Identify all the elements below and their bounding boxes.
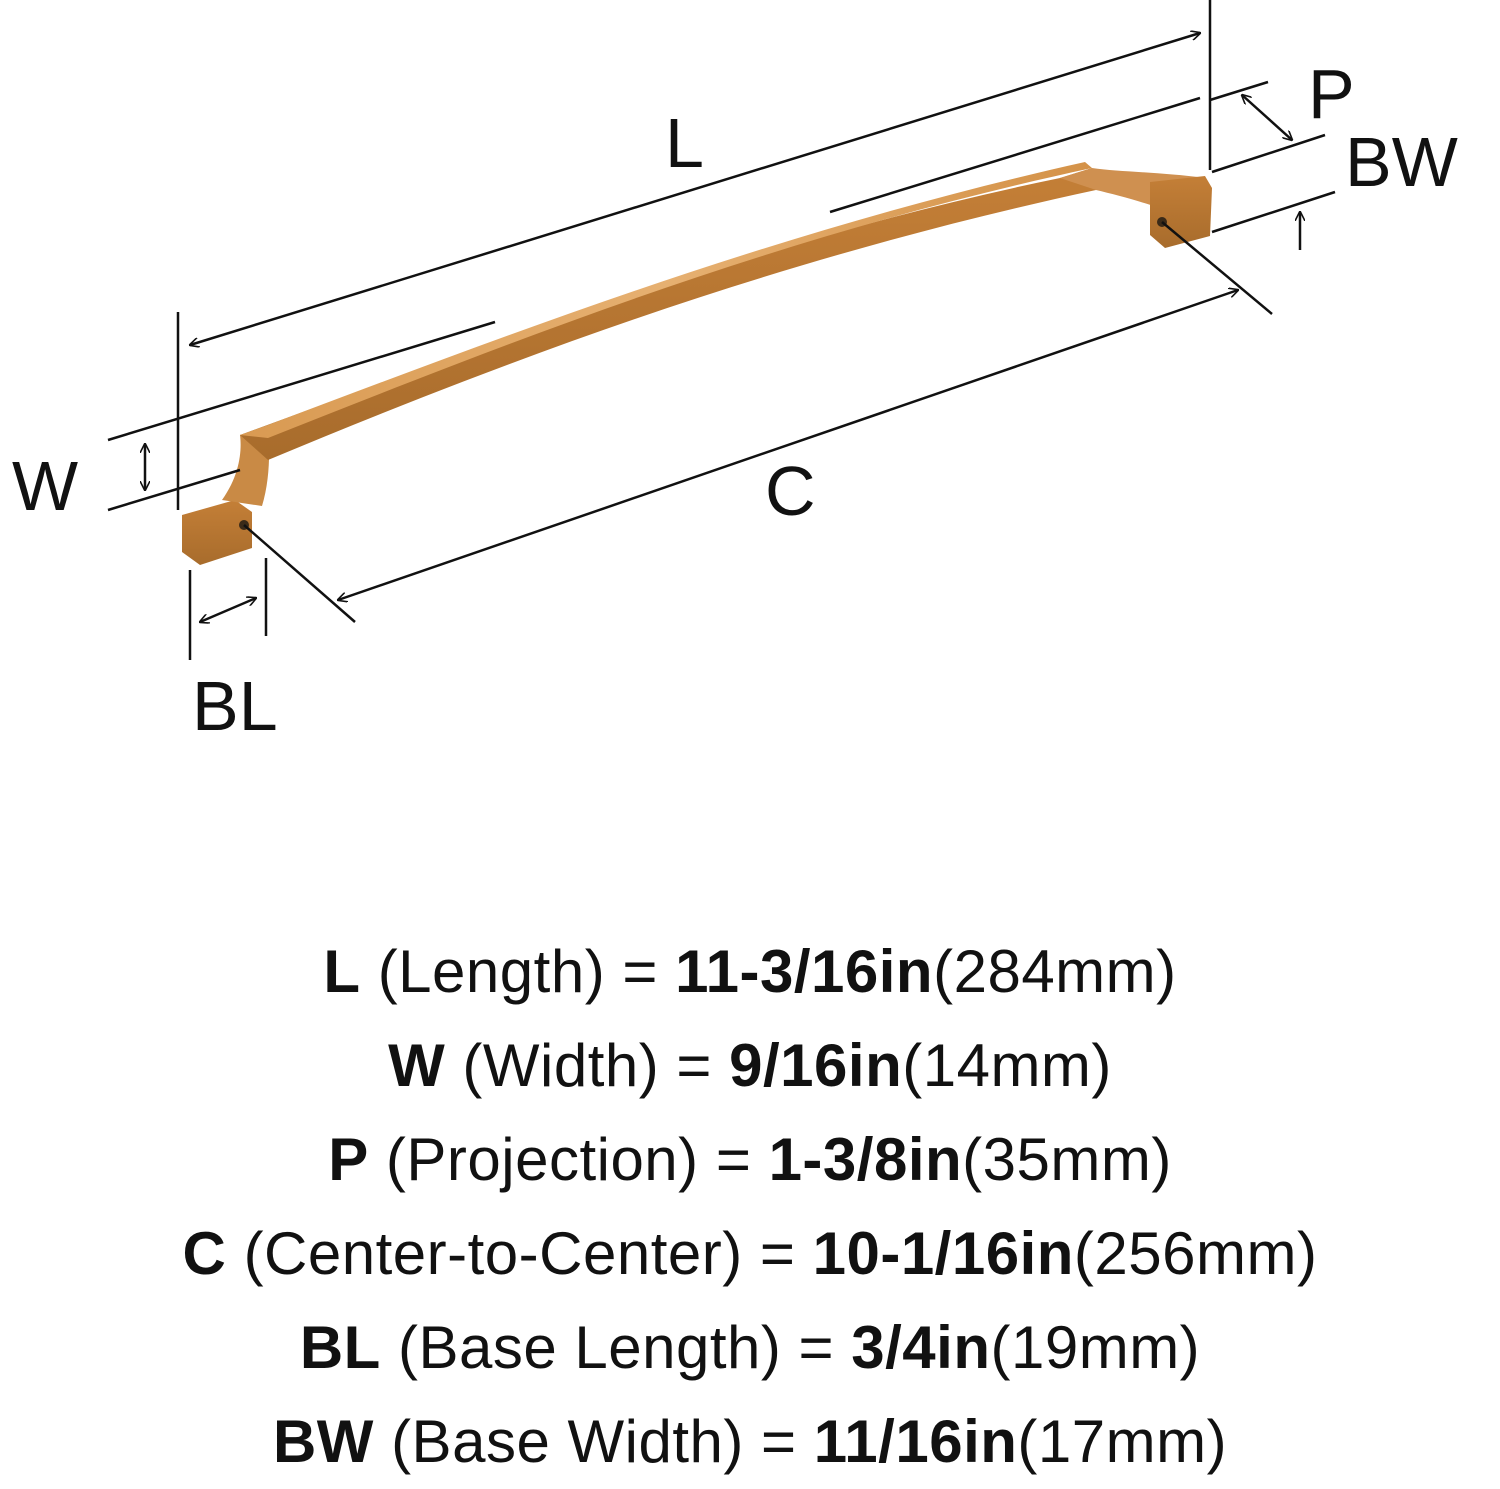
spec-projection: P (Projection) = 1-3/8in(35mm) <box>0 1113 1500 1207</box>
spec-length: L (Length) = 11-3/16in(284mm) <box>0 925 1500 1019</box>
label-c: C <box>765 452 816 530</box>
spec-name: (Base Length) <box>397 1314 782 1381</box>
spec-imperial: 11-3/16in <box>675 938 934 1005</box>
label-bw: BW <box>1345 123 1458 201</box>
left-base <box>182 500 252 565</box>
label-p: P <box>1308 55 1355 133</box>
dimension-lines <box>107 0 1336 660</box>
spec-metric: (19mm) <box>990 1314 1201 1381</box>
label-w: W <box>12 447 78 525</box>
spec-name: (Projection) <box>385 1126 699 1193</box>
specification-list: L (Length) = 11-3/16in(284mm) W (Width) … <box>0 925 1500 1489</box>
spec-imperial: 11/16in <box>813 1408 1018 1475</box>
c-dimension-arrow <box>338 290 1238 600</box>
spec-metric: (35mm) <box>962 1126 1172 1193</box>
bw-extension-top <box>1211 133 1326 174</box>
spec-code: C <box>182 1220 227 1287</box>
label-bl: BL <box>192 667 278 745</box>
spec-code: W <box>388 1032 446 1099</box>
spec-metric: (14mm) <box>902 1032 1112 1099</box>
p-extension-top <box>1209 80 1269 102</box>
spec-equals: = <box>761 1408 797 1475</box>
p-dimension-arrow <box>1242 95 1292 140</box>
spec-width: W (Width) = 9/16in(14mm) <box>0 1019 1500 1113</box>
w-extension-bottom <box>107 468 241 512</box>
spec-imperial: 3/4in <box>851 1314 991 1381</box>
spec-code: L <box>323 938 361 1005</box>
handle-bar-top <box>240 162 1092 438</box>
spec-name: (Base Width) <box>391 1408 744 1475</box>
spec-name: (Length) <box>377 938 606 1005</box>
label-l: L <box>665 104 704 182</box>
spec-code: BL <box>299 1314 381 1381</box>
spec-base-width: BW (Base Width) = 11/16in(17mm) <box>0 1395 1500 1489</box>
c-axis-left <box>243 524 356 623</box>
p-extension-mid <box>829 96 1201 214</box>
spec-metric: (17mm) <box>1017 1408 1228 1475</box>
spec-code: BW <box>272 1408 374 1475</box>
spec-equals: = <box>676 1032 712 1099</box>
handle-dimension-diagram: L W P BW C BL <box>12 0 1458 745</box>
spec-imperial: 10-1/16in <box>812 1220 1074 1287</box>
spec-base-length: BL (Base Length) = 3/4in(19mm) <box>0 1301 1500 1395</box>
spec-equals: = <box>798 1314 835 1381</box>
spec-metric: (284mm) <box>933 938 1177 1005</box>
spec-center-to-center: C (Center-to-Center) = 10-1/16in(256mm) <box>0 1207 1500 1301</box>
spec-equals: = <box>759 1220 796 1287</box>
spec-metric: (256mm) <box>1073 1220 1318 1287</box>
handle-bar-face <box>240 168 1096 460</box>
c-axis-right <box>1161 221 1273 315</box>
bw-extension-bottom <box>1211 190 1336 234</box>
spec-code: P <box>328 1126 369 1193</box>
spec-equals: = <box>715 1126 752 1193</box>
spec-name: (Center-to-Center) <box>243 1220 743 1287</box>
spec-name: (Width) <box>462 1032 660 1099</box>
spec-imperial: 9/16in <box>729 1032 903 1099</box>
spec-imperial: 1-3/8in <box>768 1126 963 1193</box>
cabinet-pull-handle <box>182 162 1212 565</box>
spec-equals: = <box>622 938 658 1005</box>
bl-dimension-arrow <box>200 598 256 622</box>
